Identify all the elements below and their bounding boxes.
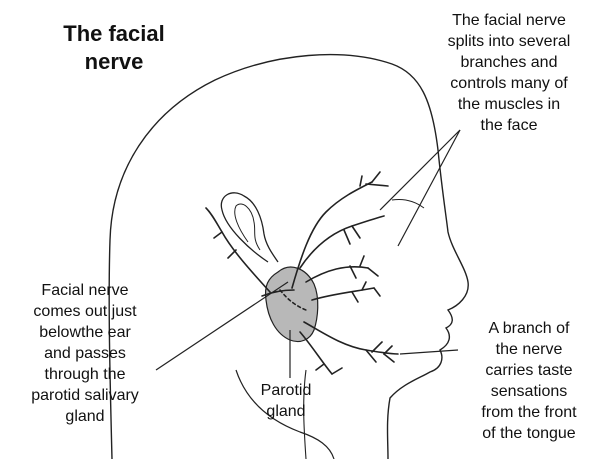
- label-line: the face: [418, 115, 600, 136]
- ear-inner: [235, 204, 260, 250]
- pointer-exit: [156, 282, 288, 370]
- label-line: the nerve: [456, 339, 602, 360]
- label-line: sensations: [456, 381, 602, 402]
- label-line: of the tongue: [456, 423, 602, 444]
- pointer-taste: [400, 350, 458, 354]
- label-line: Facial nerve: [0, 280, 170, 301]
- ear: [221, 193, 278, 262]
- label-line: carries taste: [456, 360, 602, 381]
- branches-label: The facial nerve splits into several bra…: [418, 10, 600, 136]
- pointer-branches-2: [398, 130, 460, 246]
- parotid-gland-shape: [266, 267, 318, 341]
- label-line: through the: [0, 364, 170, 385]
- label-line: and passes: [0, 343, 170, 364]
- label-line: comes out just: [0, 301, 170, 322]
- parotid-gland-label: Parotid gland: [236, 380, 336, 422]
- label-line: controls many of: [418, 73, 600, 94]
- label-line: gland: [0, 406, 170, 427]
- label-line: parotid salivary: [0, 385, 170, 406]
- label-line: A branch of: [456, 318, 602, 339]
- label-line: belowthe ear: [0, 322, 170, 343]
- label-line: The facial nerve: [418, 10, 600, 31]
- pointer-branches-1: [380, 130, 460, 210]
- diagram-title: The facial nerve: [28, 20, 200, 76]
- label-line: Parotid: [236, 380, 336, 401]
- label-line: branches and: [418, 52, 600, 73]
- label-line: splits into several: [418, 31, 600, 52]
- taste-branch-label: A branch of the nerve carries taste sens…: [456, 318, 602, 444]
- label-line: the muscles in: [418, 94, 600, 115]
- title-line: nerve: [28, 48, 200, 76]
- nerve-exit-label: Facial nerve comes out just belowthe ear…: [0, 280, 170, 427]
- title-line: The facial: [28, 20, 200, 48]
- label-line: from the front: [456, 402, 602, 423]
- label-line: gland: [236, 401, 336, 422]
